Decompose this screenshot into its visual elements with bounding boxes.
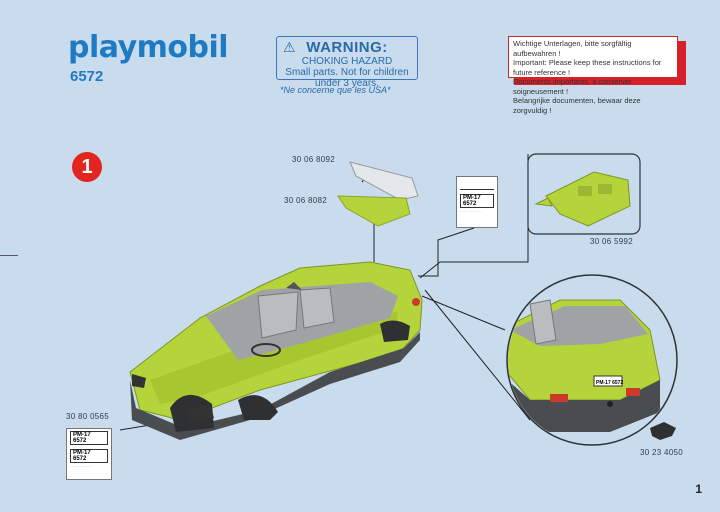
warning-subtitle: CHOKING HAZARD (301, 56, 393, 67)
warning-triangle-icon: ⚠ (283, 39, 296, 55)
license-plate-sticker-front: PM-17 6572 (70, 431, 108, 445)
notice-line-de: Wichtige Unterlagen, bitte sorgfältig au… (513, 39, 632, 58)
svg-text:PM-17 6572: PM-17 6572 (596, 380, 623, 386)
keep-instructions-notice: Wichtige Unterlagen, bitte sorgfältig au… (508, 36, 678, 115)
choking-hazard-warning: ⚠ WARNING: CHOKING HAZARD Small parts. N… (276, 36, 418, 89)
sticker-fine-print-2: · · · · · · · · · · · (70, 465, 93, 469)
part-number-trunk-insert: 30 06 5992 (590, 237, 634, 246)
license-plate-sticker: PM-17 6572 (460, 194, 494, 208)
sticker-sheet-rear: PM-17 6572 · · · · · · · · · · · (456, 176, 498, 228)
rear-detail-circle: PM-17 6572 (506, 274, 678, 446)
playmobil-logo: playmobil (68, 30, 229, 65)
notice-line-fr: Documents importants, à conserver soigne… (513, 77, 632, 96)
part-number-bumper: 30 80 0565 (66, 412, 110, 421)
sticker-sheet-front: PM-17 6572 PM-17 6572 · · · · · · · · · … (66, 428, 112, 480)
trunk-insert-detail (527, 153, 641, 235)
license-plate-sticker-back: PM-17 6572 (70, 449, 108, 463)
warning-text: Small parts. Not for children under 3 ye… (285, 67, 409, 89)
rear-wing-part (349, 161, 419, 201)
tow-hitch-part (650, 422, 676, 440)
usa-note: *Ne concerne que les USA* (280, 85, 391, 95)
spoiler-base-part (337, 195, 411, 227)
warning-title: WARNING: (306, 39, 388, 56)
sticker-blank (460, 179, 494, 190)
fold-mark (0, 255, 18, 256)
part-number-spoiler-base: 30 06 8082 (284, 196, 328, 205)
page-number: 1 (695, 482, 702, 496)
part-number-wing: 30 06 8092 (292, 155, 336, 164)
part-number-hitch: 30 23 4050 (640, 448, 684, 457)
sticker-fine-print: · · · · · · · · · · · (460, 210, 483, 214)
notice-line-en: Important: Please keep these instruction… (513, 58, 662, 77)
car-body (129, 261, 423, 440)
step-number-badge: 1 (72, 152, 102, 182)
notice-line-nl: Belangrijke documenten, bewaar deze zorg… (513, 96, 641, 115)
model-number: 6572 (70, 68, 104, 85)
